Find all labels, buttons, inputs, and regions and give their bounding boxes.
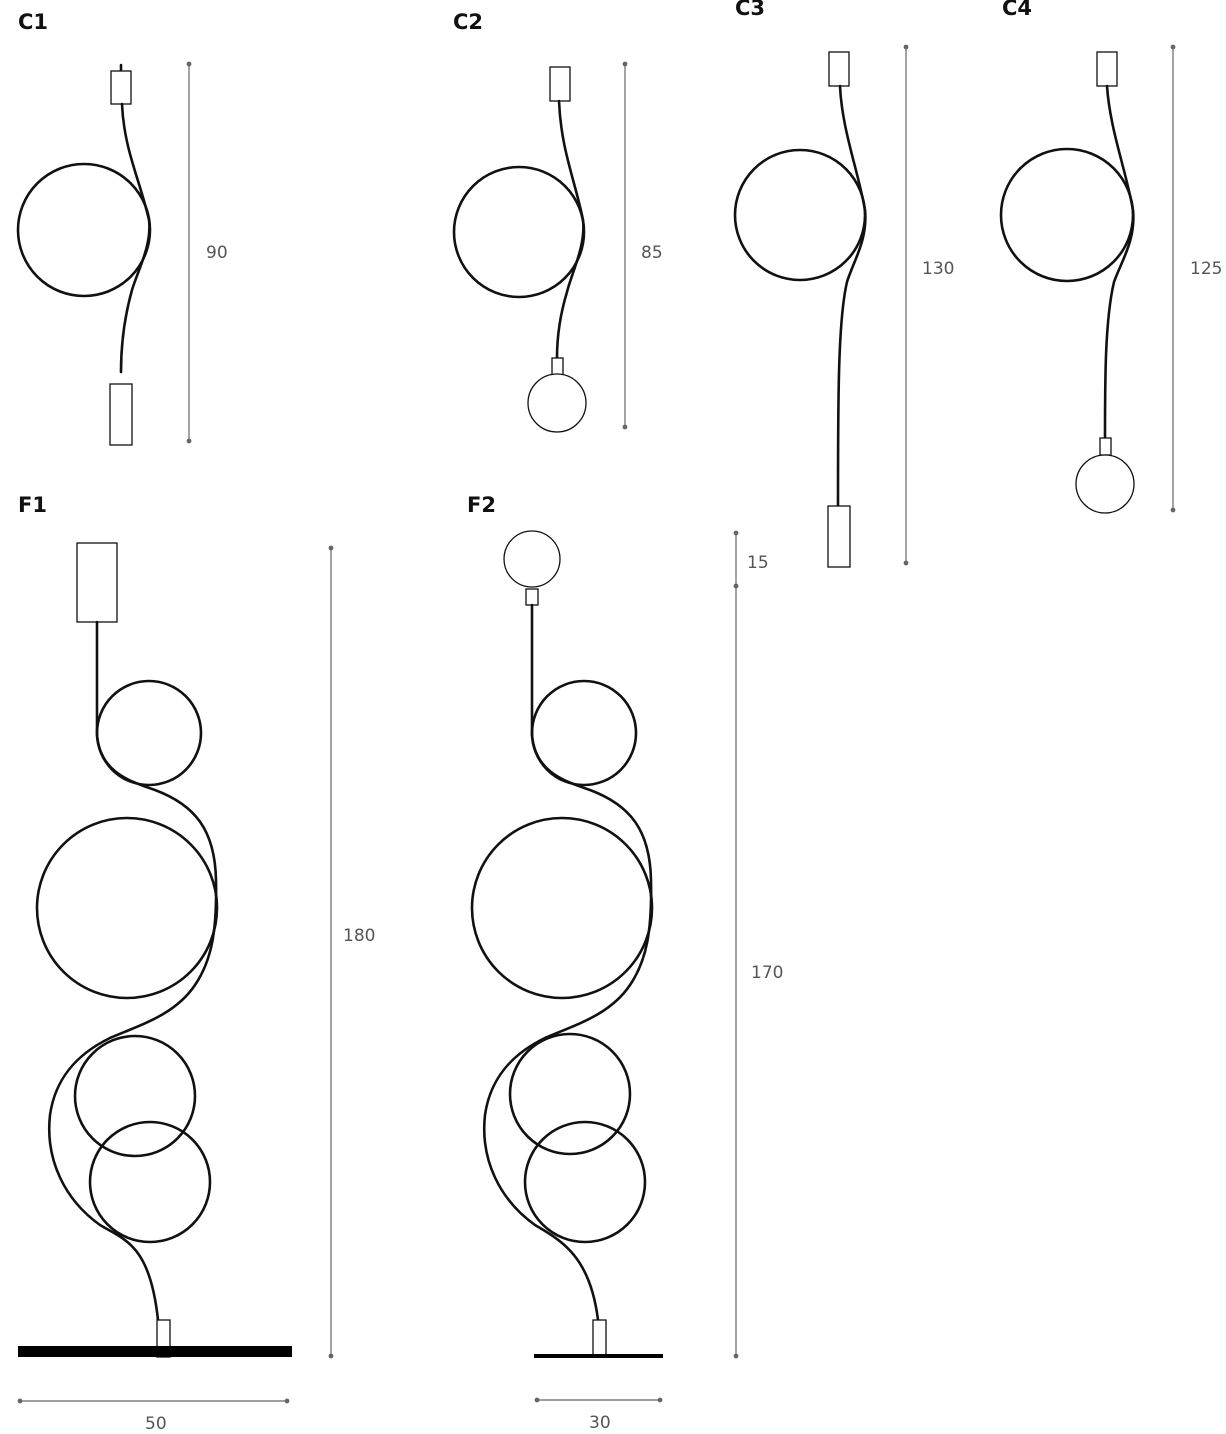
c3-dimension-dot-top bbox=[903, 44, 909, 50]
f2-width-label: 30 bbox=[589, 1413, 611, 1433]
f2-socket bbox=[525, 588, 539, 606]
c2-ring bbox=[452, 165, 586, 299]
f2-top-height-label: 15 bbox=[747, 553, 769, 573]
f1-ring-large bbox=[35, 816, 219, 1000]
c2-socket bbox=[551, 357, 564, 376]
c3-lamp-body bbox=[827, 505, 851, 568]
f2-ring-top bbox=[530, 679, 638, 787]
c4-height-label: 125 bbox=[1190, 259, 1222, 279]
c4-cable bbox=[1103, 84, 1135, 440]
c3-ceiling-canopy bbox=[828, 51, 850, 87]
c2-height-label: 85 bbox=[641, 243, 663, 263]
f2-dimension-dot-bottom bbox=[733, 1353, 739, 1359]
f2-base-connector bbox=[592, 1319, 607, 1358]
f1-ring-lower bbox=[88, 1120, 212, 1244]
f2-ring-middle bbox=[508, 1032, 632, 1156]
model-label-c2: C2 bbox=[453, 10, 483, 34]
f2-ring-large bbox=[470, 816, 654, 1000]
model-label-c4: C4 bbox=[1002, 0, 1032, 20]
f1-lamp-head bbox=[76, 542, 118, 623]
f2-dimension-dot-mid bbox=[733, 583, 739, 589]
model-c2: C2 85 bbox=[452, 10, 663, 433]
c1-ceiling-canopy bbox=[110, 70, 132, 105]
c4-dimension-dot-bottom bbox=[1170, 507, 1176, 513]
f2-dimension-dot-top bbox=[733, 530, 739, 536]
f2-floor-base bbox=[534, 1354, 663, 1358]
model-c3: C3 130 bbox=[733, 0, 954, 568]
f2-bulb bbox=[503, 530, 561, 588]
f2-ring-lower bbox=[523, 1120, 647, 1244]
c4-ceiling-canopy bbox=[1096, 51, 1118, 87]
c3-height-label: 130 bbox=[922, 259, 954, 279]
f1-cable bbox=[47, 620, 218, 1322]
c2-cable bbox=[555, 99, 585, 360]
f2-width-dot-right bbox=[657, 1397, 663, 1403]
model-label-c1: C1 bbox=[18, 10, 48, 34]
c1-dimension-dot-bottom bbox=[186, 438, 192, 444]
c4-ring bbox=[999, 147, 1135, 283]
f1-width-label: 50 bbox=[145, 1414, 167, 1434]
f1-floor-base bbox=[18, 1346, 292, 1357]
f1-dimension-dot-bottom bbox=[328, 1353, 334, 1359]
c1-cable bbox=[119, 102, 151, 374]
f2-width-dot-left bbox=[534, 1397, 540, 1403]
c1-lamp-body bbox=[109, 383, 133, 446]
model-f1: F1 180 50 bbox=[17, 493, 375, 1434]
c2-bulb bbox=[527, 373, 587, 433]
c4-bulb bbox=[1075, 454, 1135, 514]
model-c4: C4 125 bbox=[999, 0, 1222, 514]
f1-width-dot-right bbox=[284, 1398, 290, 1404]
f2-height-label: 170 bbox=[751, 963, 783, 983]
c1-dimension-dot-top bbox=[186, 61, 192, 67]
model-label-f1: F1 bbox=[18, 493, 47, 517]
c3-dimension-dot-bottom bbox=[903, 560, 909, 566]
model-label-f2: F2 bbox=[467, 493, 496, 517]
c3-cable bbox=[836, 84, 867, 508]
f1-dimension-dot-top bbox=[328, 545, 334, 551]
f2-cable bbox=[482, 603, 653, 1322]
c2-ceiling-canopy bbox=[549, 66, 571, 102]
c4-socket bbox=[1099, 437, 1112, 456]
c1-height-label: 90 bbox=[206, 243, 228, 263]
c3-ring bbox=[733, 148, 867, 282]
model-c1: C1 90 bbox=[16, 10, 228, 446]
f1-height-label: 180 bbox=[343, 926, 375, 946]
c2-dimension-dot-bottom bbox=[622, 424, 628, 430]
f1-ring-top bbox=[95, 679, 203, 787]
model-f2: F2 15 170 30 bbox=[467, 493, 783, 1433]
c2-dimension-dot-top bbox=[622, 61, 628, 67]
f1-ring-middle bbox=[73, 1034, 197, 1158]
f1-width-dot-left bbox=[17, 1398, 23, 1404]
c4-dimension-dot-top bbox=[1170, 44, 1176, 50]
model-label-c3: C3 bbox=[735, 0, 765, 20]
c1-ring bbox=[16, 162, 152, 298]
